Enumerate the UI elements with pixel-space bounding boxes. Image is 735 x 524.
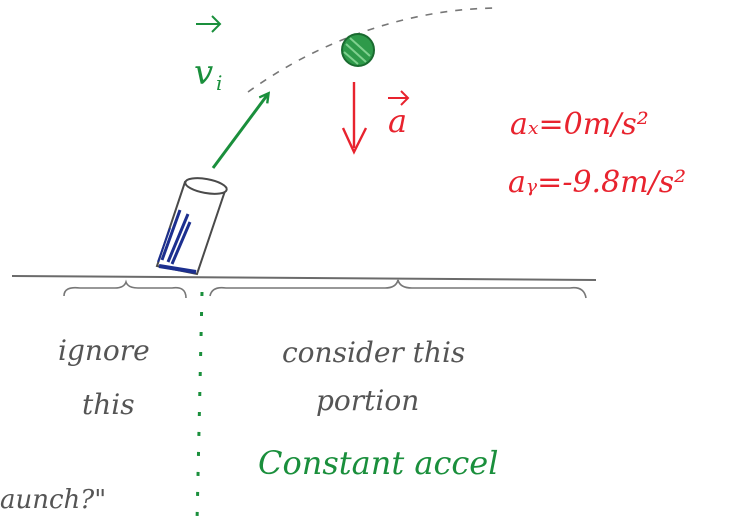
velocity-arrow (211, 94, 268, 169)
ignore-label-line1: ignore (58, 334, 150, 367)
divider-dotted (195, 291, 204, 523)
brace-left (63, 279, 187, 299)
ay-equation: aᵧ=-9.8m/s² (508, 165, 686, 200)
svg-text:i: i (216, 71, 222, 95)
trajectory-arc (247, 7, 501, 93)
ax-equation: aₓ=0m/s² (510, 107, 649, 142)
acceleration-label: a (388, 90, 410, 140)
svg-text:a: a (388, 102, 407, 140)
ignore-label-line2: this (82, 388, 135, 421)
acceleration-arrow (341, 82, 368, 155)
cannon (155, 177, 228, 276)
vector-arrow-mark (196, 15, 222, 33)
consider-label-line1: consider this (282, 336, 465, 369)
projectile-ball (341, 33, 375, 67)
brace-right (209, 279, 587, 299)
constant-accel-label: Constant accel (258, 444, 498, 482)
vector-arrow-mark (388, 90, 410, 106)
velocity-label: v i (194, 15, 222, 95)
cut-off-quote: aunch?" (0, 485, 106, 515)
consider-label-line2: portion (316, 384, 419, 417)
svg-text:v: v (194, 53, 213, 93)
ground-line (11, 275, 597, 281)
